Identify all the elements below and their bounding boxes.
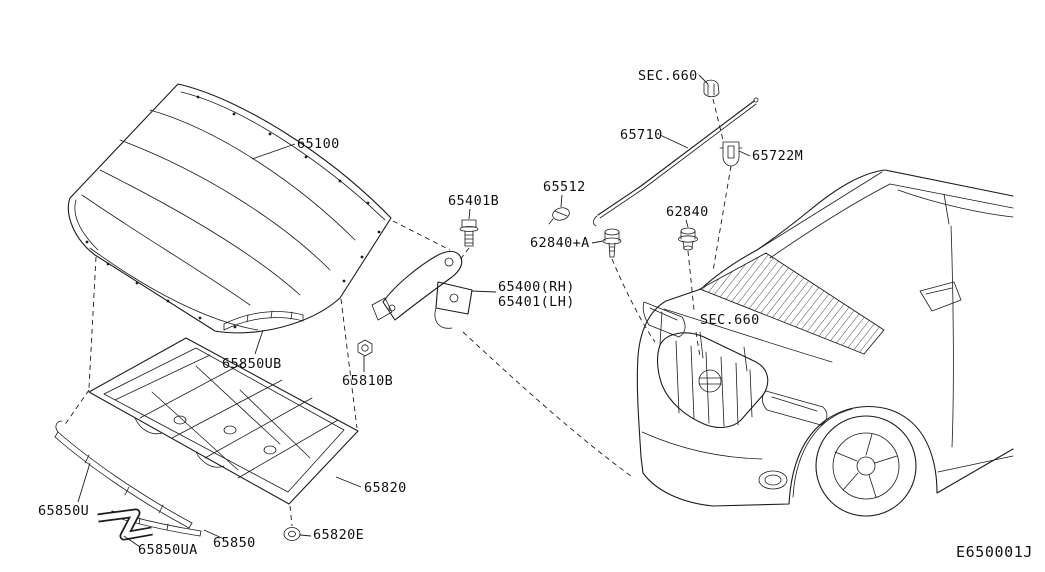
bumper-62840A-icon (602, 228, 622, 258)
bumper-62840-icon (678, 227, 698, 251)
clip-65512-icon (548, 207, 570, 225)
grommet-65820E-icon (283, 527, 301, 541)
part-labels: SEC.660 65100 65710 65722M 65401B 65512 … (38, 68, 803, 558)
part-label-65512[interactable]: 65512 (543, 179, 586, 195)
part-label-65100[interactable]: 65100 (297, 136, 340, 152)
clip-sec660-icon (703, 79, 720, 98)
hood-hinge-drawing (371, 250, 473, 329)
construction-lines (63, 98, 732, 527)
car-front-drawing (636, 169, 1014, 517)
seal-65850UB-drawing (223, 310, 304, 331)
part-label-62840A[interactable]: 62840+A (530, 235, 590, 251)
part-label-65401LH[interactable]: 65401(LH) (498, 294, 575, 310)
diagram-code: E650001J (956, 543, 1033, 561)
part-label-65850[interactable]: 65850 (213, 535, 256, 551)
nut-65810B-icon (357, 339, 373, 357)
part-label-65710[interactable]: 65710 (620, 127, 663, 143)
part-label-65850U[interactable]: 65850U (38, 503, 89, 519)
part-label-65850UB[interactable]: 65850UB (222, 356, 282, 372)
part-label-65820[interactable]: 65820 (364, 480, 407, 496)
clip-65722M-icon (719, 141, 743, 167)
part-label-62840[interactable]: 62840 (666, 204, 709, 220)
hood-rod-drawing (593, 97, 759, 227)
part-label-65400RH[interactable]: 65400(RH) (498, 279, 575, 295)
part-label-65850UA[interactable]: 65850UA (138, 542, 198, 558)
hood-panel-drawing (67, 83, 392, 334)
part-label-sec660-top[interactable]: SEC.660 (638, 68, 698, 84)
insulator-65820-drawing (88, 337, 359, 505)
leader-lines (77, 74, 751, 548)
seal-65850U-drawing (54, 420, 193, 529)
part-label-sec660-car[interactable]: SEC.660 (700, 312, 760, 328)
part-label-65722M[interactable]: 65722M (752, 148, 803, 164)
bolt-65401B-icon (459, 219, 479, 247)
part-label-65810B[interactable]: 65810B (342, 373, 393, 389)
part-label-65401B[interactable]: 65401B (448, 193, 499, 209)
part-label-65820E[interactable]: 65820E (313, 527, 364, 543)
bracket-65850UA-drawing (97, 508, 153, 541)
